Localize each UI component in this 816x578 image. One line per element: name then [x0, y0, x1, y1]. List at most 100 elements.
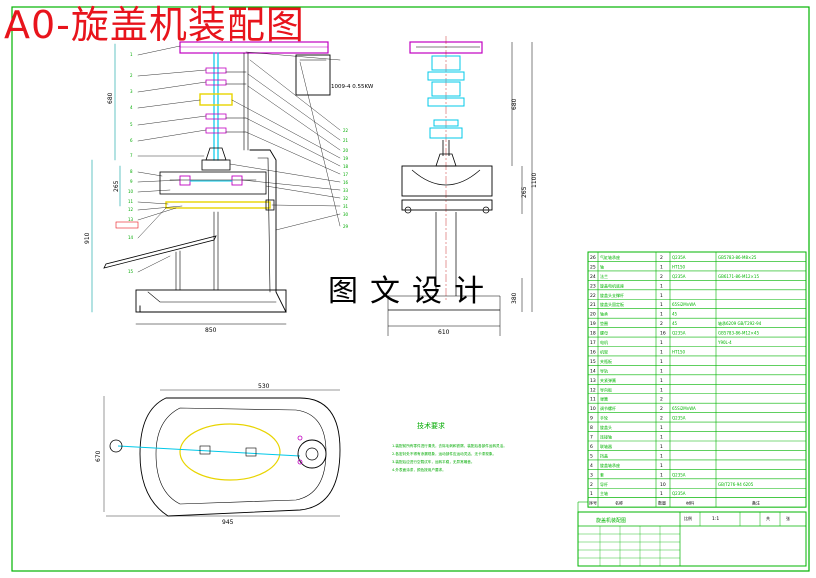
svg-text:6: 6	[130, 138, 133, 143]
bom-name: 轴	[600, 263, 604, 269]
side-dim-610: 610	[438, 329, 450, 336]
svg-text:7: 7	[130, 153, 133, 158]
top-dim-945: 945	[222, 519, 234, 526]
bom-material: 45	[672, 312, 678, 317]
bom-qty: 2	[660, 274, 663, 280]
front-dim-850: 850	[205, 327, 217, 334]
watermark-text: 图文设计	[328, 274, 496, 309]
bom-no: 12	[590, 387, 596, 393]
bom-no: 17	[590, 340, 596, 346]
title-block-sheet-label: 共	[766, 515, 770, 521]
svg-text:22: 22	[343, 128, 349, 133]
bom-no: 10	[590, 406, 596, 412]
bom-qty: 1	[660, 283, 663, 289]
bom-name: 旋盖头	[600, 424, 612, 430]
svg-text:19: 19	[343, 156, 349, 161]
drawing-title: A0-旋盖机装配图	[4, 3, 305, 47]
side-dim-680: 680	[511, 98, 518, 110]
bom-qty: 1	[660, 264, 663, 270]
bom-no: 5	[590, 453, 593, 459]
svg-text:18: 18	[343, 164, 349, 169]
bom-qty: 1	[660, 444, 663, 450]
bom-no: 18	[590, 331, 596, 337]
bom-no: 13	[590, 378, 596, 384]
bom-no: 22	[590, 293, 596, 299]
bom-no: 23	[590, 283, 596, 289]
bom-no: 7	[590, 435, 593, 441]
top-view-hub	[297, 439, 327, 469]
bom-standard: 轴承6209 GB/T292-94	[718, 320, 762, 326]
bom-header-qty: 数量	[658, 500, 666, 506]
bom-qty: 1	[660, 312, 663, 318]
bom-name: 主轴	[600, 490, 608, 496]
bom-header-no: 序号	[589, 500, 597, 506]
title-block-scale: 1:1	[712, 516, 719, 522]
bom-no: 2	[590, 482, 593, 488]
svg-text:31: 31	[343, 204, 349, 209]
svg-text:15: 15	[128, 269, 134, 274]
bom-name: 联轴器	[600, 443, 612, 449]
bom-qty: 2	[660, 255, 663, 261]
bom-material: Q235A	[672, 491, 686, 496]
bom-name: 导轨	[600, 367, 608, 373]
bom-qty: 1	[660, 359, 663, 365]
bom-material: 45	[672, 321, 678, 326]
bom-name: 调节螺杆	[600, 405, 616, 411]
drawing-border	[11, 6, 810, 572]
bom-material: 65Si2MnWA	[672, 406, 696, 411]
bom-no: 4	[590, 463, 593, 469]
bom-name: 螺母	[600, 330, 608, 336]
yellow-track-ellipse	[179, 423, 281, 481]
front-view: 680 910 265 1009-4 0.55KW	[84, 41, 374, 334]
tech-requirement-line: 1.装配前所有零件进行清洗，去除毛刺和铁屑，装配后各部件运转灵活。	[392, 444, 507, 448]
bom-qty: 1	[660, 425, 663, 431]
motor-plate-label: 1009-4 0.55KW	[331, 84, 374, 90]
title-block-scale-label: 比例	[684, 515, 692, 521]
bom-name: 旋盖头固定板	[600, 301, 624, 307]
tech-requirement-line: 4.外表面涂漆，颜色按用户要求。	[392, 468, 446, 472]
bom-name: 旋盖轴承座	[600, 462, 620, 468]
svg-text:12: 12	[128, 207, 134, 212]
bom-header-material: 材料	[686, 500, 694, 506]
svg-text:2: 2	[130, 73, 133, 78]
bom-name: 套	[600, 471, 604, 477]
bom-name: 夹紧弹簧	[600, 377, 616, 383]
bom-standard: GB6171-86-M12×15	[718, 274, 759, 279]
bom-name: 导杆	[600, 481, 608, 487]
svg-text:8: 8	[130, 169, 133, 174]
bom-material: Q235A	[672, 416, 686, 421]
top-base-outline	[139, 397, 341, 517]
bom-qty: 1	[660, 293, 663, 299]
bom-material: Q235A	[672, 331, 686, 336]
top-view: 530 945 670	[95, 383, 341, 526]
bom-qty: 2	[660, 406, 663, 412]
bom-qty: 1	[660, 368, 663, 374]
bom-qty: 1	[660, 463, 663, 469]
bom-name: 旋盖电机底座	[600, 282, 624, 288]
bom-qty: 1	[660, 378, 663, 384]
tech-requirement-line: 2.各密封处不得有渗漏现象，运动部件应运动灵活，无卡滞现象。	[392, 452, 497, 456]
svg-text:5: 5	[130, 122, 133, 127]
bom-name: 机架	[600, 348, 608, 354]
svg-text:32: 32	[343, 196, 349, 201]
bom-no: 24	[590, 274, 596, 280]
title-block-sheet: 张	[786, 515, 790, 521]
bom-name: 垫圈	[600, 320, 608, 326]
bom-qty: 16	[660, 331, 666, 337]
yellow-guide-bar	[165, 201, 271, 209]
bom-name: 导向板	[600, 386, 612, 392]
svg-text:17: 17	[343, 172, 349, 177]
front-base	[135, 289, 287, 313]
bom-qty: 1	[660, 453, 663, 459]
svg-text:33: 33	[343, 188, 349, 193]
svg-text:11: 11	[128, 199, 134, 204]
bom-header-name: 名称	[615, 500, 623, 506]
side-view: 610 680 265 1100 380	[387, 36, 538, 336]
bom-no: 21	[590, 302, 596, 308]
svg-text:13: 13	[128, 217, 134, 222]
bom-no: 26	[590, 255, 596, 261]
bom-qty: 1	[660, 472, 663, 478]
bom-qty: 10	[660, 482, 666, 488]
title-block-drawing-name: 旋盖机装配图	[596, 517, 626, 524]
